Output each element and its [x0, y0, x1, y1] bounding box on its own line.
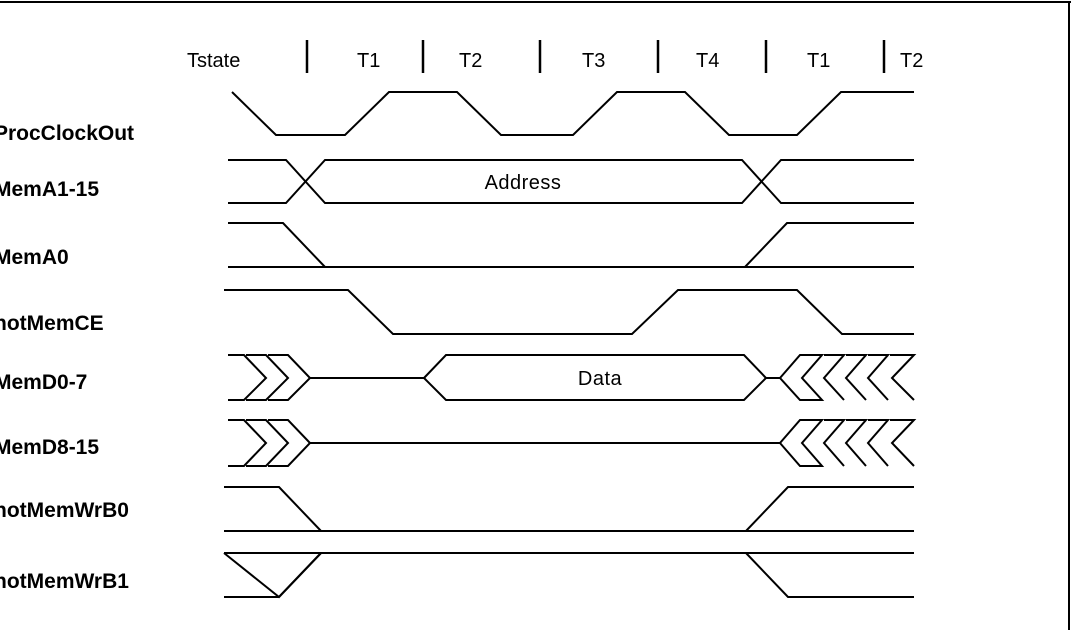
state-label-t1-next: T1 [807, 50, 830, 72]
bus-label-address: Address [485, 172, 562, 194]
waveform-not-mem-wr-b0 [224, 486, 914, 532]
waveform-not-mem-wr-b1 [223, 552, 914, 599]
waveform-mem-d0-7: Data [228, 354, 917, 401]
state-label-t4: T4 [696, 50, 719, 72]
state-label-t2-next: T2 [900, 50, 923, 72]
bus-label-data: Data [578, 368, 623, 390]
signal-label-not-mem-ce: notMemCE [0, 312, 104, 335]
tstate-label: Tstate [187, 50, 240, 72]
state-label-t1: T1 [357, 50, 380, 72]
signal-label-not-mem-wr-b0: notMemWrB0 [0, 499, 129, 522]
signal-label-not-mem-wr-b1: notMemWrB1 [0, 570, 129, 593]
waveform-not-mem-ce [224, 289, 914, 335]
signal-label-mem-d0-7: MemD0-7 [0, 371, 87, 394]
state-label-t2: T2 [459, 50, 482, 72]
state-label-t3: T3 [582, 50, 605, 72]
signal-label-mem-a0: MemA0 [0, 246, 69, 269]
signal-label-mem-a1-15: MemA1-15 [0, 178, 99, 201]
signal-label-proc-clock-out: ProcClockOut [0, 122, 134, 145]
waveform-proc-clock-out [231, 91, 914, 136]
waveform-mem-a1-15: Address [228, 159, 914, 204]
waveform-mem-a0 [228, 222, 914, 268]
waveform-mem-d8-15 [228, 419, 917, 467]
signal-label-mem-d8-15: MemD8-15 [0, 436, 99, 459]
